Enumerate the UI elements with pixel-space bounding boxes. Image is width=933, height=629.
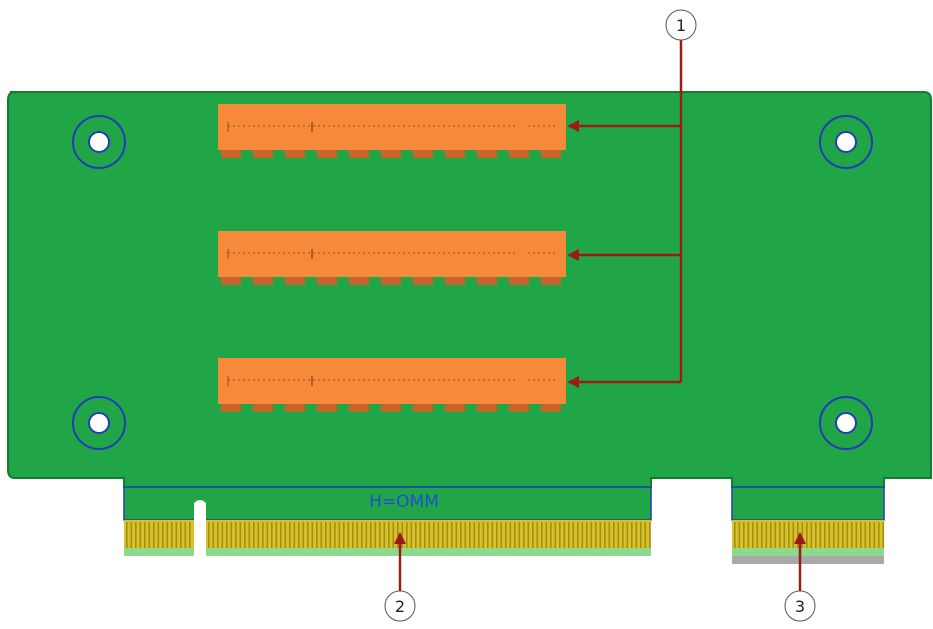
callout-3-label: 3: [795, 597, 805, 616]
callout-1-label: 1: [676, 16, 686, 35]
callout-2-leader: [394, 532, 406, 592]
edge-connector-main: H=OMM: [123, 486, 652, 556]
callout-2-label: 2: [395, 597, 405, 616]
mounting-hole-top-right: [819, 115, 873, 169]
callout-1-arrowheads: [567, 120, 579, 388]
mounting-hole-top-left: [72, 115, 126, 169]
edge-connector-side: [731, 486, 885, 564]
callout-1-leaders: [574, 40, 683, 384]
riser-board: [7, 91, 932, 488]
pcie-slot-bottom: [218, 358, 566, 412]
mounting-hole-bottom-left: [72, 396, 126, 450]
callout-3-marker: 3: [784, 590, 816, 622]
callout-2-marker: 2: [384, 590, 416, 622]
callout-1-marker: 1: [665, 9, 697, 41]
pcie-slot-middle: [218, 231, 566, 285]
callout-3-leader: [794, 532, 806, 592]
mounting-hole-bottom-right: [819, 396, 873, 450]
pcie-slot-top: [218, 104, 566, 158]
board-height-label: H=OMM: [369, 492, 439, 512]
